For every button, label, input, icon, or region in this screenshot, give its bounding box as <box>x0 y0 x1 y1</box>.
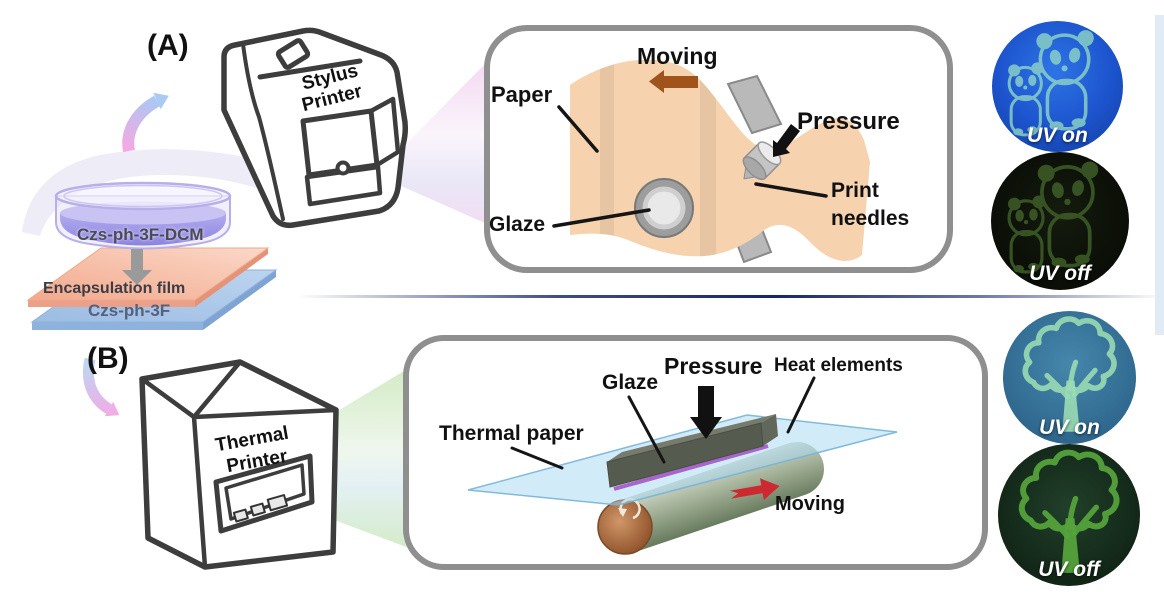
pressure-arrow-a-icon <box>773 124 800 157</box>
heat-pointer-line <box>786 376 816 434</box>
paper-shading <box>600 59 716 261</box>
panel-b-label: (B) <box>87 342 129 375</box>
panel-a-moving-label: Moving <box>637 43 718 69</box>
moving-arrow-b-icon <box>729 478 780 500</box>
uv-on-label-tree: UV on <box>1039 416 1100 439</box>
pointer-lines-a <box>552 105 828 228</box>
uv-off-label-panda: UV off <box>1029 262 1091 285</box>
panel-b-diagram <box>467 376 898 555</box>
dish-material-label: Czs-ph-3F-DCM <box>77 225 204 244</box>
substrate-label: Czs-ph-3F <box>88 301 171 320</box>
photo-tree-uv-off: UV off <box>998 444 1140 586</box>
projection-cone-b <box>334 368 409 548</box>
preparation-stack <box>22 149 298 330</box>
photo-tree-uv-on: UV on <box>1003 311 1136 444</box>
uv-on-label-panda: UV on <box>1027 124 1088 147</box>
panel-a-glaze-label: Glaze <box>489 213 546 236</box>
pressure-arrow-b-icon <box>690 386 722 439</box>
thermal-paper-pointer-line <box>510 446 564 470</box>
photo-panda-uv-off: UV off <box>991 152 1129 290</box>
panel-a-label: (A) <box>147 29 189 62</box>
edge-artifact <box>1155 15 1164 335</box>
panel-a-pressure-label: Pressure <box>797 108 900 135</box>
panel-b-heat-elements-label: Heat elements <box>774 355 903 376</box>
panel-a-paper-label: Paper <box>491 82 553 107</box>
glaze-roller <box>634 178 694 238</box>
panel-b-pressure-label: Pressure <box>664 353 763 379</box>
backing-sheet <box>22 149 298 236</box>
tree-drawing-off <box>1018 449 1120 573</box>
panel-b-moving-label: Moving <box>775 493 845 515</box>
printer-top-button <box>275 38 311 70</box>
stylus-printer-drawing <box>221 27 409 229</box>
panel-a-diagram <box>552 59 870 264</box>
tree-drawing-on <box>1022 316 1117 432</box>
heat-element-strip <box>613 444 769 491</box>
needles-pointer-line <box>754 182 828 198</box>
glaze-pointer-line <box>552 208 651 228</box>
panda-drawing-on <box>1007 30 1094 137</box>
paper-pointer-line <box>557 105 599 153</box>
projection-cone-a <box>399 62 487 224</box>
drop-cast-arrow-icon <box>122 249 152 285</box>
thermal-printer-drawing <box>139 359 339 570</box>
petri-dish <box>54 181 232 250</box>
panel-a-print-needles-label-line1: Print <box>831 179 879 202</box>
panda-drawing-off <box>1007 161 1099 274</box>
print-needle <box>742 141 782 181</box>
needle-bar-upper <box>726 74 783 135</box>
printer-ports <box>232 494 289 523</box>
section-divider-line <box>298 295 1164 298</box>
panel-b-glaze-label: Glaze <box>602 371 659 394</box>
transfer-arrow-a-icon <box>122 92 169 153</box>
uv-off-label-tree: UV off <box>1038 558 1100 581</box>
print-head-bar <box>606 414 778 488</box>
transfer-arrow-b-icon <box>82 357 120 417</box>
encapsulation-film-label: Encapsulation film <box>43 280 186 297</box>
photo-panda-uv-on: UV on <box>992 21 1123 152</box>
pointer-lines-b <box>510 376 816 470</box>
panel-b-thermal-paper-label: Thermal paper <box>439 422 584 445</box>
moving-arrow-a-icon <box>649 70 698 93</box>
glaze-pointer-line-b <box>627 395 666 464</box>
platen-roller <box>597 442 824 555</box>
panel-a-print-needles-label-line2: needles <box>831 207 910 230</box>
